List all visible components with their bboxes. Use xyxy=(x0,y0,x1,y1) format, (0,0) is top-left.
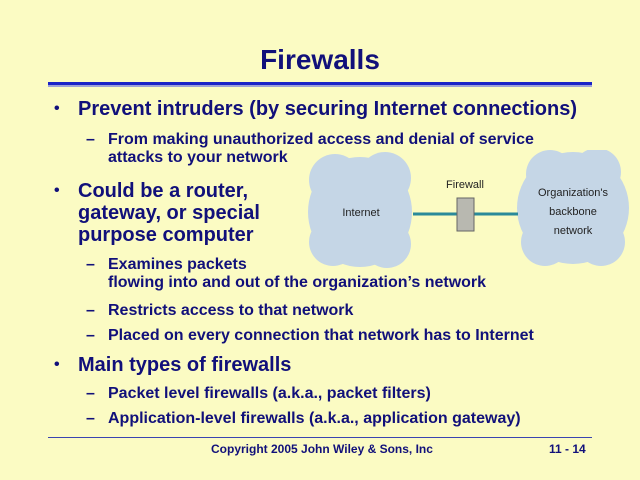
firewall-label: Firewall xyxy=(446,179,484,191)
internet-label: Internet xyxy=(342,207,379,219)
slide-title: Firewalls xyxy=(260,44,380,75)
org-label-line2: backbone xyxy=(549,206,597,218)
org-label-line1: Organization's xyxy=(538,187,608,199)
dash-glyph: – xyxy=(86,131,95,148)
sub-bullet: – Examines packets flowing into and out … xyxy=(86,256,487,291)
footer-rule xyxy=(48,437,592,438)
bullet-1: • Prevent intruders (by securing Interne… xyxy=(54,98,577,120)
title-underline xyxy=(48,82,592,85)
firewall-diagram: Internet Firewall Organization's backbon… xyxy=(308,150,629,268)
bullet-text: Prevent intruders (by securing Internet … xyxy=(78,98,577,120)
firewall-device xyxy=(456,197,475,232)
bullet-dot: • xyxy=(54,100,60,117)
copyright-text: Copyright 2005 John Wiley & Sons, Inc xyxy=(211,442,433,456)
page-number: 11 - 14 xyxy=(549,442,586,456)
sub-bullet: – From making unauthorized access and de… xyxy=(86,131,534,166)
sub-bullet: – Application-level firewalls (a.k.a., a… xyxy=(86,410,521,427)
org-label-line3: network xyxy=(554,225,593,237)
sub-bullet: – Packet level firewalls (a.k.a., packet… xyxy=(86,385,431,402)
bullet-3: • Main types of firewalls xyxy=(54,354,292,376)
bullet-dot: • xyxy=(54,182,60,199)
bullet-2: • Could be a router, gateway, or special… xyxy=(54,180,260,246)
sub-bullet: – Placed on every connection that networ… xyxy=(86,327,534,344)
organization-cloud xyxy=(517,150,629,266)
internet-cloud xyxy=(308,152,412,268)
sub-bullet: – Restricts access to that network xyxy=(86,302,354,319)
